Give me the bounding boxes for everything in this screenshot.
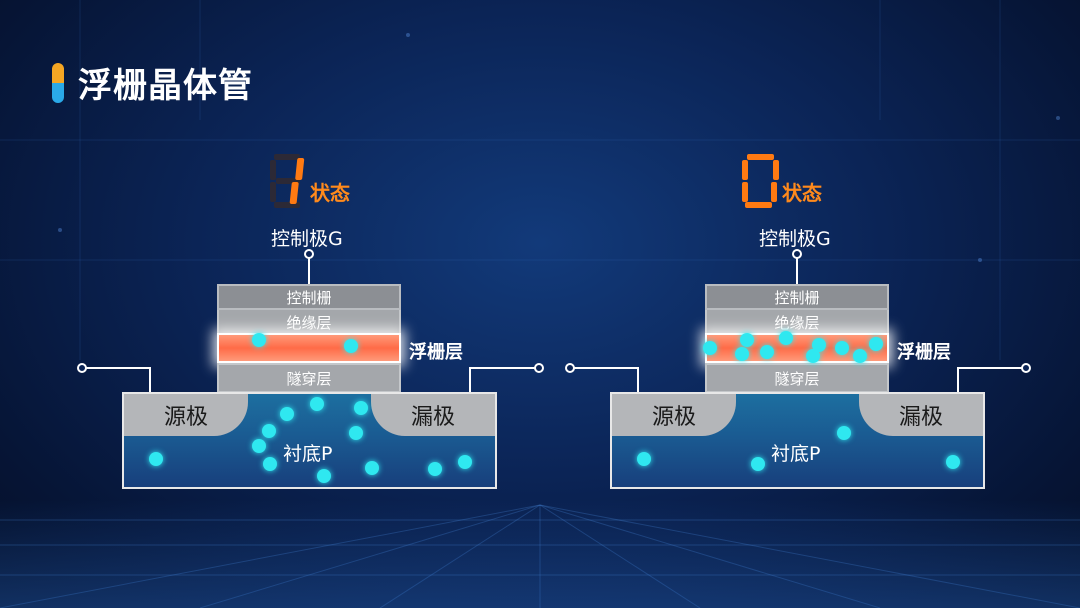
title-accent-icon bbox=[52, 62, 64, 103]
title-bar: 浮栅晶体管 bbox=[52, 58, 253, 107]
page-title: 浮栅晶体管 bbox=[78, 66, 253, 106]
